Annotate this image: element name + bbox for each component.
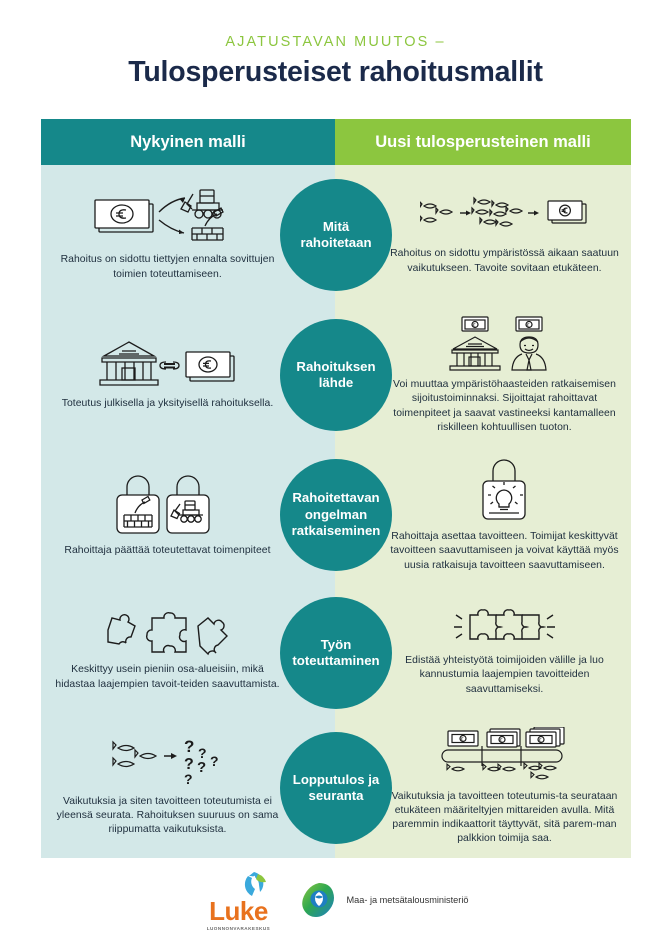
bank-and-investor-icon: € € <box>448 316 547 371</box>
row-2-right-caption: Voi muuttaa ympäristöhaasteiden ratkaise… <box>393 379 616 433</box>
svg-text:€: € <box>472 323 475 329</box>
ministry-name: Maa- ja metsätalousministeriö <box>346 895 469 905</box>
row-3-left-cell: Rahoittaja päättää toteutettavat toimenp… <box>41 471 294 558</box>
circle-mita-rahoitetaan[interactable]: Mitä rahoitetaan <box>280 179 392 291</box>
column-header-new-label: Uusi tulosperusteinen malli <box>375 132 591 151</box>
measured-fish-reward-scale-icon: € € € <box>440 726 565 779</box>
circle-rahoituksen-lahde[interactable]: Rahoituksen lähde <box>280 319 392 431</box>
bank-linked-to-money-icon <box>98 341 235 387</box>
svg-text:?: ? <box>197 759 206 776</box>
unlocked-idea-icon <box>481 459 526 520</box>
column-header-new: Uusi tulosperusteinen malli <box>335 119 631 165</box>
title-block: AJATUSTAVAN MUUTOS – Tulosperusteiset ra… <box>0 0 671 89</box>
column-header-current: Nykyinen malli <box>41 119 335 165</box>
row-4-right-caption: Edistää yhteistyötä toimijoiden välille … <box>405 655 604 695</box>
row-2-left-caption: Toteutus julkisella ja yksityisellä raho… <box>61 398 274 410</box>
comparison-panel: Nykyinen malli Uusi tulosperusteinen mal… <box>41 119 631 858</box>
svg-text:€: € <box>460 737 463 743</box>
row-1-right-caption: Rahoitus on sidottu ympäristössä aikaan … <box>390 248 619 274</box>
row-3-right-caption: Rahoittaja asettaa tavoitteen. Toimijat … <box>390 531 619 571</box>
luke-subtitle: LUONNONVARAKESKUS <box>206 925 271 931</box>
row-4-right-cell: Edistää yhteistyötä toimijoiden välille … <box>378 603 631 697</box>
luke-logo: Luke LUONNONVARAKESKUS <box>202 870 274 931</box>
center-circle-column: Mitä rahoitetaan Rahoituksen lähde Rahoi… <box>280 165 392 858</box>
row-1-left-cell: Rahoitus on sidottu tiettyjen ennalta so… <box>41 188 294 281</box>
row-3-left-caption: Rahoittaja päättää toteutettavat toimenp… <box>64 545 271 557</box>
table-row: Rahoitus on sidottu tiettyjen ennalta so… <box>41 165 631 305</box>
ministry-emblem-icon <box>302 883 335 917</box>
row-1-right-cell: Rahoitus on sidottu ympäristössä aikaan … <box>378 194 631 275</box>
comparison-rows: Rahoitus on sidottu tiettyjen ennalta so… <box>41 165 631 858</box>
row-1-left-caption: Rahoitus on sidottu tiettyjen ennalta so… <box>60 254 275 280</box>
svg-text:?: ? <box>198 745 207 761</box>
row-2-left-cell: Toteutus julkisella ja yksityisellä raho… <box>41 338 294 411</box>
svg-text:€: € <box>538 738 541 744</box>
circle-rahoitettavan-ongelman-ratkaiseminen[interactable]: Rahoitettavan ongelman ratkaiseminen <box>280 459 392 571</box>
money-to-construction-icon <box>93 189 224 241</box>
row-5-left-cell: ? ? ? ? ? ? Vaikutuksia ja siten tavoitt… <box>41 736 294 838</box>
joined-puzzle-pieces-icon <box>453 609 555 640</box>
table-row: Toteutus julkisella ja yksityisellä raho… <box>41 305 631 445</box>
circle-label: Lopputulos ja seuranta <box>292 771 380 804</box>
svg-text:?: ? <box>184 737 194 756</box>
circle-label: Mitä rahoitetaan <box>300 218 372 251</box>
ministry-logo: Maa- ja metsätalousministeriö <box>300 881 469 919</box>
circle-tyon-toteuttaminen[interactable]: Työn toteuttaminen <box>280 597 392 709</box>
two-locked-measures-icon <box>115 475 210 535</box>
row-4-left-cell: Keskittyy usein pieniin osa-alueisiin, m… <box>41 608 294 691</box>
svg-text:€: € <box>499 738 502 744</box>
row-3-right-cell: Rahoittaja asettaa tavoitteen. Toimijat … <box>378 457 631 573</box>
row-5-right-caption: Vaikutuksia ja tavoitteen toteutumis-ta … <box>391 790 618 845</box>
table-row: ? ? ? ? ? ? Vaikutuksia ja siten tavoitt… <box>41 715 631 858</box>
footer-logos: Luke LUONNONVARAKESKUS Maa- ja metsätalo… <box>0 870 671 931</box>
luke-wordmark: Luke <box>209 895 268 926</box>
row-4-left-caption: Keskittyy usein pieniin osa-alueisiin, m… <box>55 664 280 690</box>
panel-body: Rahoitus on sidottu tiettyjen ennalta so… <box>41 165 631 858</box>
table-row: Keskittyy usein pieniin osa-alueisiin, m… <box>41 585 631 715</box>
fish-growth-to-money-icon <box>419 196 587 228</box>
eyebrow-text: AJATUSTAVAN MUUTOS – <box>225 34 446 50</box>
table-row: Rahoittaja päättää toteutettavat toimenp… <box>41 445 631 585</box>
circle-label: Työn toteuttaminen <box>292 636 380 669</box>
svg-text:?: ? <box>184 771 193 787</box>
svg-text:?: ? <box>210 753 219 769</box>
row-5-left-caption: Vaikutuksia ja siten tavoitteen toteutum… <box>56 795 279 836</box>
fish-to-question-marks-icon: ? ? ? ? ? ? <box>111 737 219 787</box>
separate-puzzle-pieces-icon <box>106 612 228 656</box>
circle-label: Rahoituksen lähde <box>296 358 376 391</box>
column-header-current-label: Nykyinen malli <box>130 132 246 151</box>
circle-lopputulos-ja-seuranta[interactable]: Lopputulos ja seuranta <box>280 732 392 844</box>
luke-leaf-icon <box>245 871 267 896</box>
row-2-right-cell: € € <box>378 315 631 435</box>
page-title: Tulosperusteiset rahoitusmallit <box>128 56 543 88</box>
svg-text:?: ? <box>184 756 194 773</box>
row-5-right-cell: € € € <box>378 726 631 847</box>
svg-text:€: € <box>526 323 529 329</box>
circle-label: Rahoitettavan ongelman ratkaiseminen <box>291 490 381 539</box>
panel-header-row: Nykyinen malli Uusi tulosperusteinen mal… <box>41 119 631 165</box>
